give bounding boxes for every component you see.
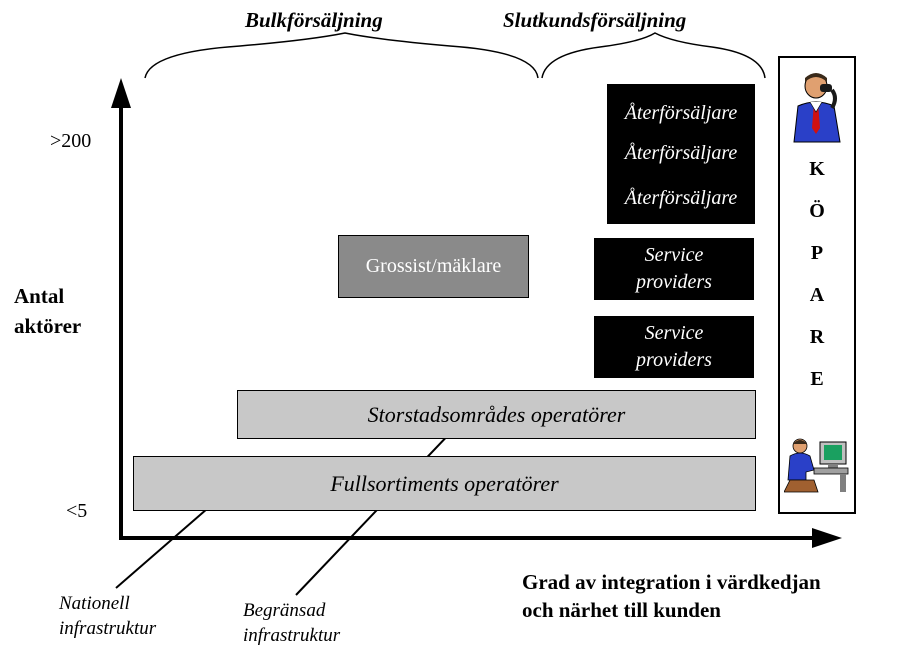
full-range-operators-box: Fullsortiments operatörer (133, 456, 756, 511)
buyer-letter: E (810, 368, 824, 390)
x-axis-label: Grad av integration i värdkedjan och när… (522, 570, 821, 622)
computer-user-icon (784, 438, 849, 493)
x-axis-arrowhead (812, 528, 842, 548)
buyer-letter: P (810, 242, 824, 264)
retail-sales-header: Slutkundsförsäljning (503, 8, 687, 32)
service-providers-box-1: Service providers (594, 238, 754, 300)
tick-low: <5 (66, 500, 88, 522)
y-axis-label: Antal aktörer (14, 284, 82, 338)
tick-high: >200 (50, 130, 92, 152)
retail-brace (541, 32, 766, 79)
resellers-box: Återförsäljare Återförsäljare Återförsäl… (607, 84, 755, 224)
buyer-label: K Ö P A R E (780, 158, 854, 410)
buyer-letter: A (809, 284, 825, 306)
reseller-label: Återförsäljare (624, 187, 738, 209)
national-infrastructure-note: Nationell infrastruktur (59, 593, 157, 639)
buyer-letter: R (809, 326, 825, 348)
limited-infrastructure-note: Begränsad infrastruktur (243, 600, 341, 646)
metro-operators-box: Storstadsområdes operatörer (237, 390, 756, 439)
bulk-brace (144, 32, 539, 79)
wholesaler-box: Grossist/mäklare (338, 235, 529, 298)
reseller-label: Återförsäljare (624, 102, 738, 124)
bulk-sales-header: Bulkförsäljning (245, 8, 383, 32)
phone-person-icon (793, 73, 841, 143)
service-providers-box-2: Service providers (594, 316, 754, 378)
buyer-letter: K (809, 158, 825, 180)
buyer-column: K Ö P A R E (778, 56, 856, 514)
y-axis-arrowhead (111, 78, 131, 108)
reseller-label: Återförsäljare (624, 142, 738, 164)
buyer-letter: Ö (809, 200, 825, 222)
